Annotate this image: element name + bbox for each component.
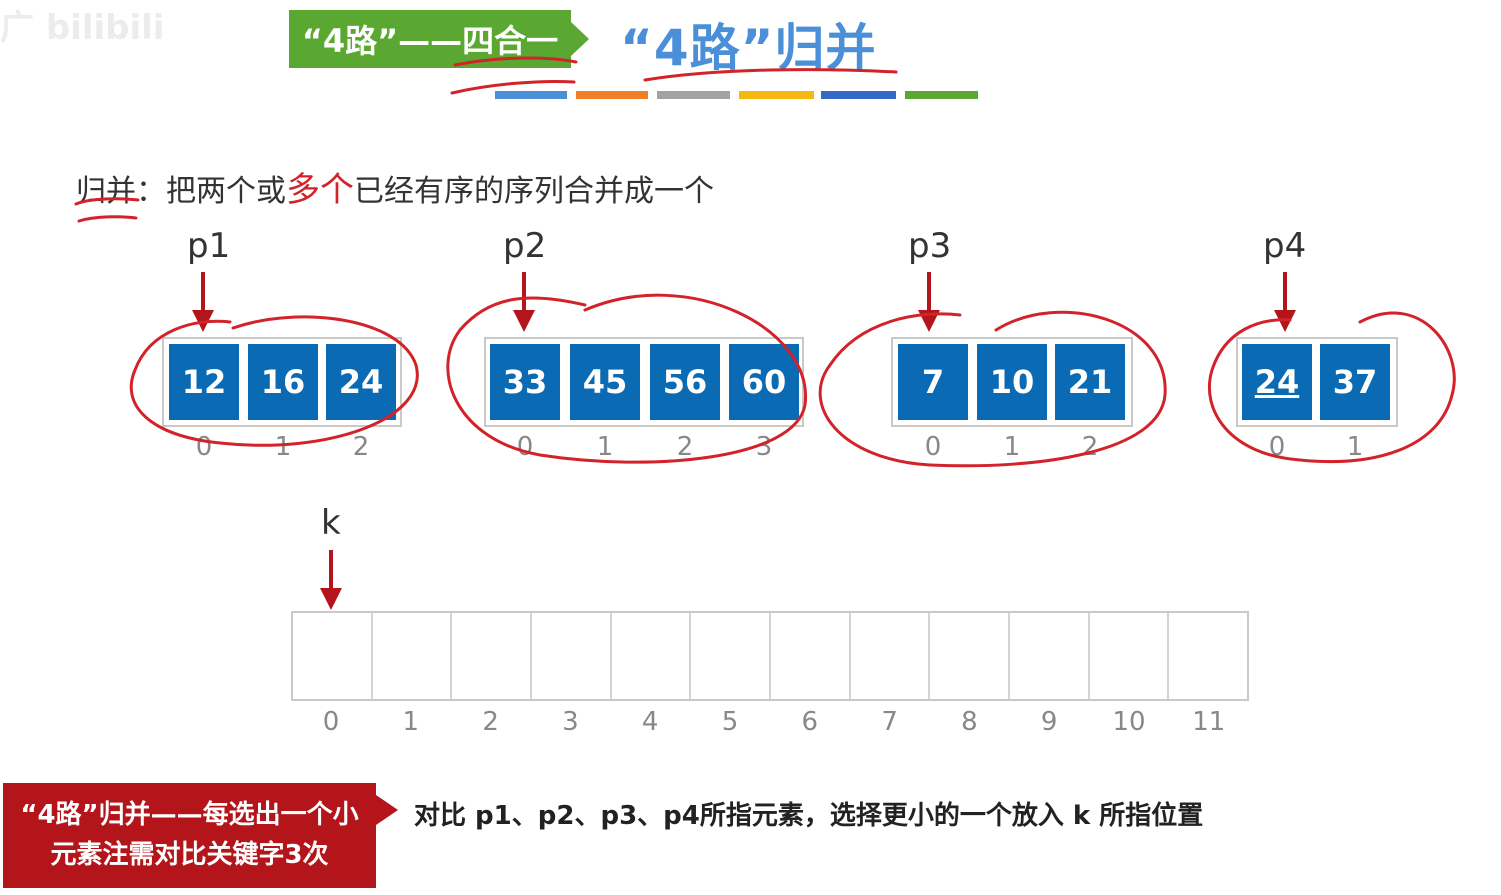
pointer-label-k: k (321, 503, 341, 543)
output-index: 5 (721, 707, 739, 737)
definition-term: 归并 (76, 174, 136, 209)
array-cell: 60 (729, 344, 799, 420)
pointer-label-p3: p3 (908, 226, 952, 266)
array-cell: 24 (326, 344, 396, 420)
output-cell (1090, 613, 1170, 699)
pointer-arrow-p4 (1283, 272, 1287, 312)
section-tag: “4路”——四合一 (289, 10, 571, 68)
pointer-label-p1: p1 (187, 226, 231, 266)
definition-before: 把两个或 (166, 174, 286, 209)
array-index: 0 (1268, 432, 1286, 462)
output-index: 1 (402, 707, 420, 737)
array-index: 0 (924, 432, 942, 462)
array-index: 1 (274, 432, 292, 462)
output-cell (851, 613, 931, 699)
output-index: 11 (1192, 707, 1226, 737)
array-index: 3 (755, 432, 773, 462)
output-cell (930, 613, 1011, 699)
pointer-arrowhead-p1 (192, 310, 214, 332)
definition-after: 已经有序的序列合并成一个 (354, 174, 714, 209)
output-cell (452, 613, 533, 699)
array-index: 2 (352, 432, 370, 462)
color-bar-segment (495, 91, 567, 99)
pointer-arrowhead-p3 (918, 310, 940, 332)
output-array (291, 611, 1249, 701)
array-index: 1 (1346, 432, 1364, 462)
array-cell: 45 (570, 344, 640, 420)
color-bar-segment (821, 91, 896, 99)
pointer-label-p4: p4 (1263, 226, 1307, 266)
color-bar-segment (657, 91, 730, 99)
callout-line1: “4路”归并——每选出一个小 (20, 800, 359, 830)
pointer-arrow-p2 (522, 272, 526, 312)
output-index: 9 (1040, 707, 1058, 737)
array-cell: 56 (650, 344, 720, 420)
array-index: 1 (596, 432, 614, 462)
definition-colon: ： (136, 174, 166, 209)
pointer-arrowhead-p4 (1274, 310, 1296, 332)
pointer-arrowhead-p2 (513, 310, 535, 332)
array-cell: 16 (248, 344, 318, 420)
color-bar-segment (905, 91, 978, 99)
callout-arrow (376, 795, 398, 825)
array-index: 0 (195, 432, 213, 462)
array-cell: 10 (977, 344, 1047, 420)
watermark: 广 bilibili (0, 8, 165, 48)
output-index: 3 (562, 707, 579, 737)
array-cell: 37 (1320, 344, 1390, 420)
output-index: 8 (961, 707, 978, 737)
color-bar-segment (576, 91, 648, 99)
array-cell: 24 (1242, 344, 1312, 420)
output-cell (373, 613, 453, 699)
output-cell (532, 613, 612, 699)
output-cell (771, 613, 851, 699)
output-index: 10 (1112, 707, 1146, 737)
section-tag-arrow (571, 22, 589, 56)
array-index: 2 (676, 432, 694, 462)
pointer-arrow-k (329, 550, 333, 590)
output-index: 6 (801, 707, 819, 737)
callout-line2: 元素注需对比关键字3次 (50, 840, 329, 870)
array-cell: 21 (1055, 344, 1125, 420)
output-cell (691, 613, 772, 699)
pointer-arrow-p1 (201, 272, 205, 312)
callout-box: “4路”归并——每选出一个小 元素注需对比关键字3次 (3, 783, 376, 888)
output-cell (293, 613, 373, 699)
definition-highlight: 多个 (286, 170, 354, 210)
array-index: 0 (516, 432, 534, 462)
output-cell (612, 613, 692, 699)
array-cell: 12 (169, 344, 239, 420)
array-cell: 33 (490, 344, 560, 420)
definition-text: 归并：把两个或多个已经有序的序列合并成一个 (76, 162, 714, 211)
pointer-arrow-p3 (927, 272, 931, 312)
output-index: 7 (881, 707, 898, 737)
color-bar-segment (739, 91, 814, 99)
output-cell (1010, 613, 1090, 699)
array-cell: 7 (898, 344, 968, 420)
output-cell (1169, 613, 1247, 699)
pointer-arrowhead-k (320, 588, 342, 610)
output-index: 0 (322, 707, 340, 737)
pointer-label-p2: p2 (503, 226, 547, 266)
array-index: 2 (1081, 432, 1099, 462)
callout-note: 对比 p1、p2、p3、p4所指元素，选择更小的一个放入 k 所指位置 (414, 801, 1204, 831)
array-index: 1 (1003, 432, 1021, 462)
output-index: 2 (482, 707, 499, 737)
output-index: 4 (641, 707, 659, 737)
page-title: “4路”归并 (620, 19, 877, 77)
